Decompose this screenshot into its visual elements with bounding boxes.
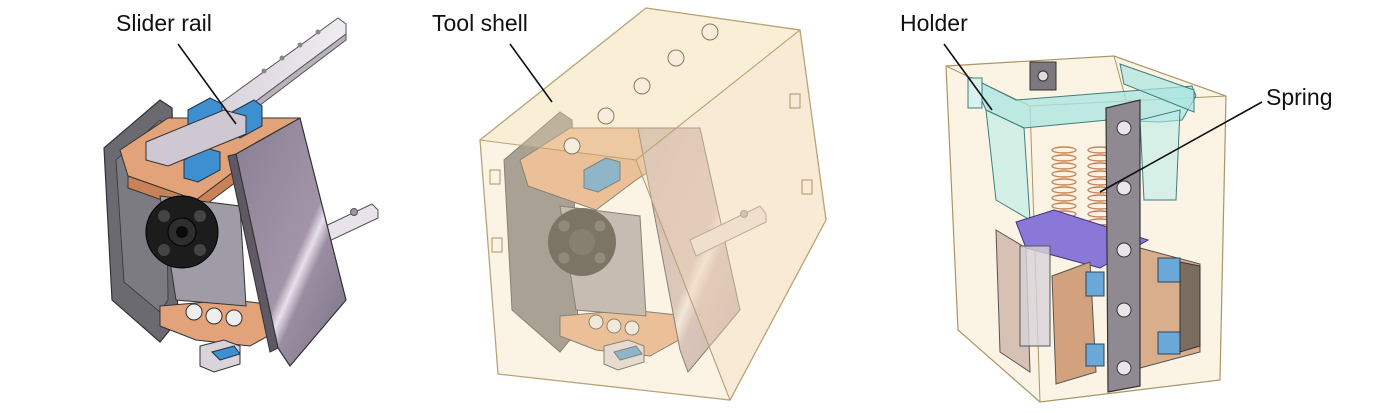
tool-shell-leader <box>509 43 553 103</box>
shell-assembly <box>478 7 827 402</box>
motor <box>145 195 219 269</box>
spring-leader <box>1099 101 1263 193</box>
leader-lines <box>177 43 1263 193</box>
slider-rail-label: Slider rail <box>116 10 212 36</box>
slider-rail-leader <box>177 43 237 125</box>
holder-leader <box>943 43 993 111</box>
tool-shell-label: Tool shell <box>432 10 528 36</box>
holder-label: Holder <box>900 10 968 36</box>
holder-assembly <box>945 55 1227 403</box>
slider-assembly <box>103 17 379 373</box>
spring-label: Spring <box>1266 84 1333 110</box>
